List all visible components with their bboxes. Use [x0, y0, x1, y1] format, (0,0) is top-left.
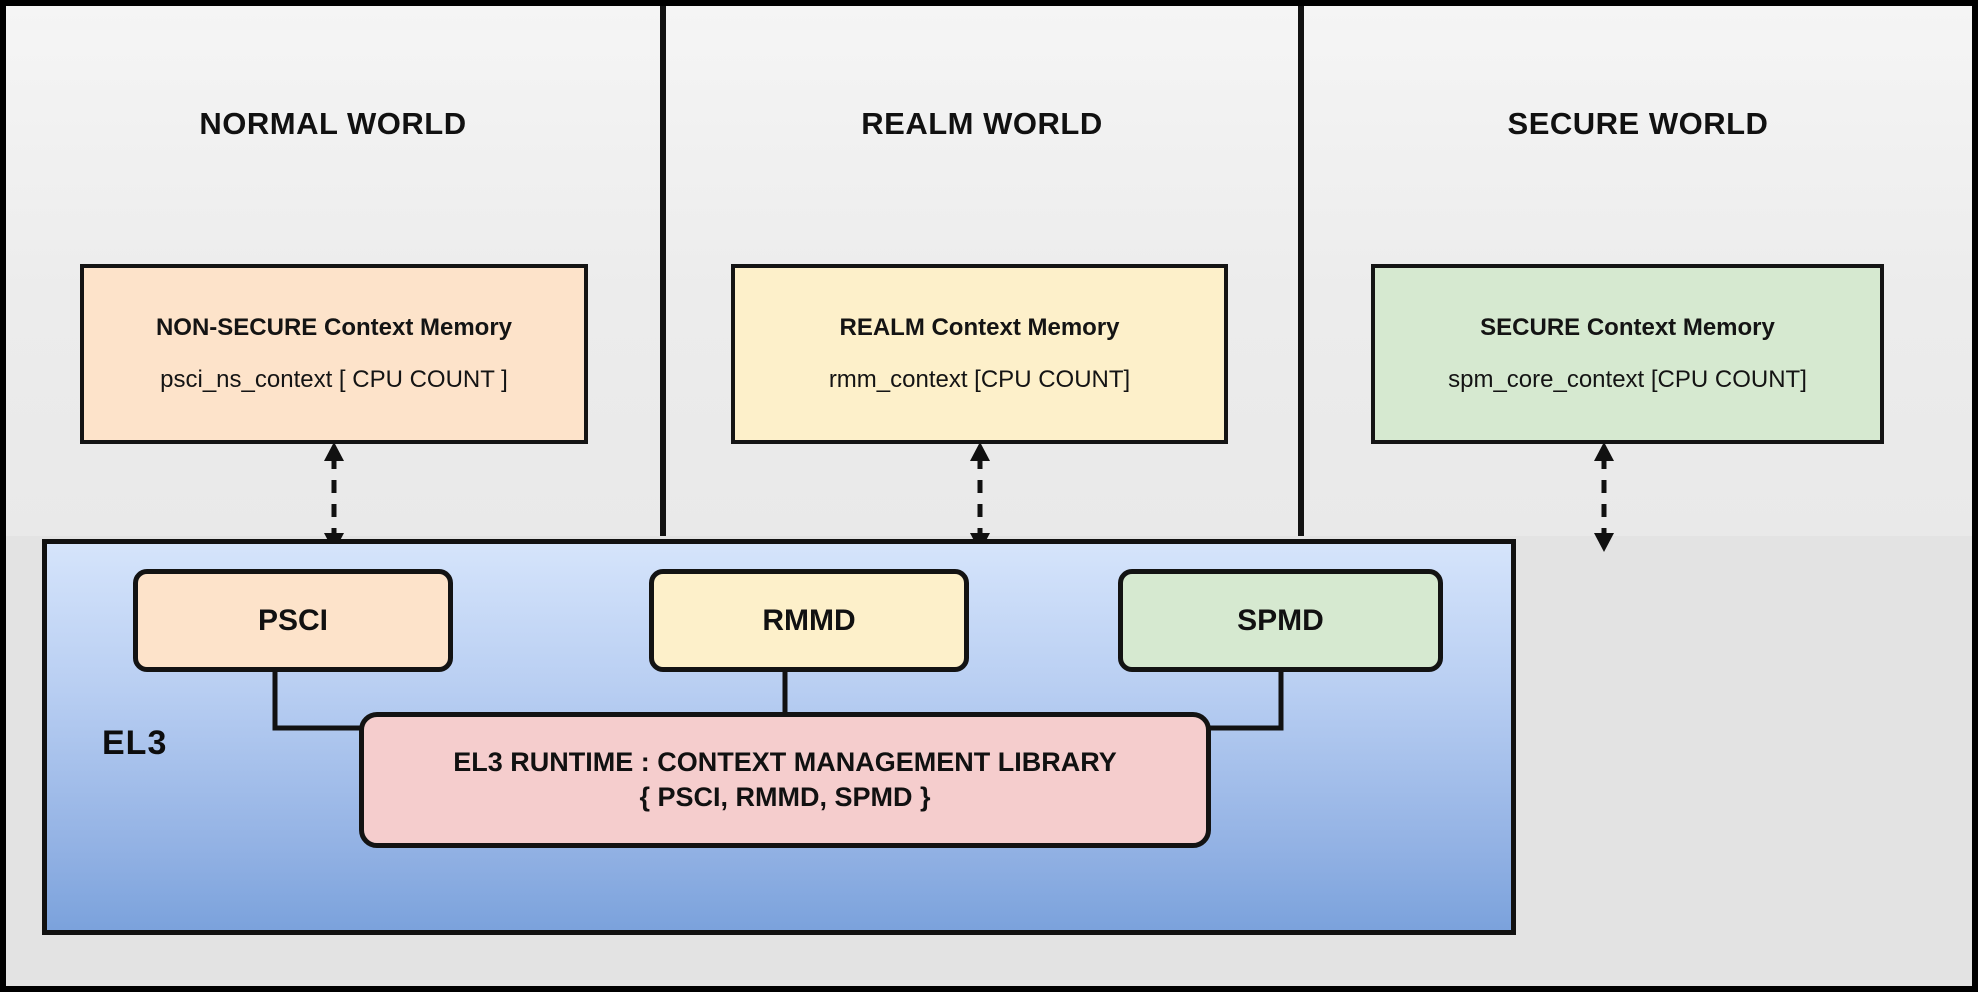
dispatcher-box-spmd[interactable]: SPMD [1118, 569, 1443, 672]
dispatcher-box-rmmd[interactable]: RMMD [649, 569, 969, 672]
el3-label: EL3 [102, 724, 168, 762]
double-headed-dashed-arrow-icon-normal [324, 442, 344, 552]
context-memory-variable-non-secure: psci_ns_context [ CPU COUNT ] [160, 366, 508, 393]
el3-runtime-context-management-library-box[interactable]: EL3 RUNTIME : CONTEXT MANAGEMENT LIBRARY… [359, 712, 1211, 848]
panel-divider-right [1298, 6, 1304, 536]
el3-region: EL3 PSCI RMMD SPMD EL3 RUNTIME : CONTEXT… [42, 539, 1516, 935]
context-memory-heading-non-secure: NON-SECURE Context Memory [155, 314, 513, 341]
dispatcher-box-psci[interactable]: PSCI [133, 569, 453, 672]
context-memory-variable-realm: rmm_context [CPU COUNT] [828, 366, 1131, 393]
world-title-realm: REALM WORLD [861, 106, 1103, 141]
context-memory-variable-secure: spm_core_context [CPU COUNT] [1448, 366, 1807, 393]
context-memory-box-secure[interactable]: SECURE Context Memory spm_core_context [… [1371, 264, 1884, 444]
context-memory-box-non-secure[interactable]: NON-SECURE Context Memory psci_ns_contex… [80, 264, 588, 444]
double-headed-dashed-arrow-icon-realm [970, 442, 990, 552]
dispatcher-label-spmd: SPMD [1237, 603, 1324, 637]
double-headed-dashed-arrow-icon-secure [1594, 442, 1614, 552]
dispatcher-label-rmmd: RMMD [762, 603, 856, 637]
dispatcher-label-psci: PSCI [257, 603, 329, 637]
world-title-normal: NORMAL WORLD [199, 106, 467, 141]
runtime-line-2: { PSCI, RMMD, SPMD } [639, 782, 931, 812]
world-title-secure: SECURE WORLD [1507, 106, 1769, 141]
context-memory-box-realm[interactable]: REALM Context Memory rmm_context [CPU CO… [731, 264, 1228, 444]
worlds-row: NORMAL WORLD REALM WORLD SECURE WORLD NO… [6, 6, 1972, 536]
context-memory-heading-secure: SECURE Context Memory [1480, 314, 1775, 341]
context-memory-heading-realm: REALM Context Memory [839, 314, 1120, 341]
runtime-line-1: EL3 RUNTIME : CONTEXT MANAGEMENT LIBRARY [453, 747, 1117, 778]
panel-divider-left [660, 6, 666, 536]
